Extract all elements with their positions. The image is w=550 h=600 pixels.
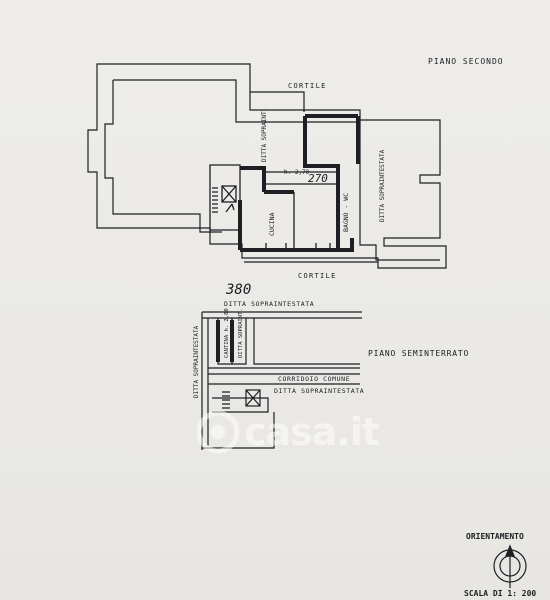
corridor-lines <box>264 171 338 185</box>
elevator-top-x <box>221 185 237 203</box>
lower-floor-title: PIANO SEMINTERRATO <box>368 349 469 358</box>
cortile-line-top <box>250 91 305 112</box>
lower-ditta-top: DITTA SOPRAINTESTATA <box>224 300 314 308</box>
wall-mid <box>303 116 340 250</box>
building-outline-outer <box>87 63 447 269</box>
height-note: h. 2,70 <box>284 169 310 176</box>
stair-steps-top <box>212 187 218 213</box>
compass-icon <box>493 544 527 588</box>
stairwell-top <box>209 164 241 231</box>
elevator-top <box>221 185 237 203</box>
lower-cantina: CANTINA h. 2,80 <box>224 308 230 358</box>
wall-south <box>240 238 354 252</box>
lower-bottom-room <box>212 397 269 413</box>
watermark-text: casa.it <box>244 410 380 454</box>
lower-cantina-walls <box>216 320 234 362</box>
cortile-bottom-label: CORTILE <box>298 272 337 280</box>
corridoio-comune: CORRIDOIO COMUNE <box>278 375 350 383</box>
handwritten-270: 270 <box>308 172 328 185</box>
elevator-bottom-x <box>245 389 261 407</box>
door-bath <box>315 243 331 252</box>
room-bagno: BAGNO - WC <box>342 193 350 232</box>
elevator-bottom <box>245 389 261 407</box>
top-floor-title: PIANO SECONDO <box>428 57 504 66</box>
lower-ditta-small: DITTA SOPRAINT. <box>238 308 244 358</box>
handwritten-380: 380 <box>225 282 251 298</box>
stair-arrow-top <box>225 203 235 213</box>
wall-stair <box>240 166 266 192</box>
room-cucina: CUCINA <box>268 212 276 236</box>
room-ditta-right: DITTA SOPRAINTESTATA <box>379 149 386 222</box>
lower-outline-top <box>202 311 362 319</box>
room-ditta-upper: DITTA SOPRAINT. <box>261 108 268 162</box>
cortile-line-right <box>359 120 440 261</box>
cortile-top-label: CORTILE <box>288 82 327 90</box>
orientation-label: ORIENTAMENTO <box>466 532 524 541</box>
stair-steps-bottom <box>222 391 230 409</box>
lower-ditta-bottom: DITTA SOPRAINTESTATA <box>274 387 364 395</box>
lower-ditta-left: DITTA SOPRAINTESTATA <box>193 325 200 398</box>
lower-corridor-line <box>208 367 360 375</box>
lower-corridor-top <box>253 318 360 365</box>
watermark: casa.it <box>196 410 380 454</box>
watermark-logo-icon <box>196 410 240 454</box>
scale-label: SCALA DI 1: 200 <box>464 589 536 598</box>
building-outline-inner <box>104 79 360 233</box>
door-kitchen <box>265 243 287 252</box>
